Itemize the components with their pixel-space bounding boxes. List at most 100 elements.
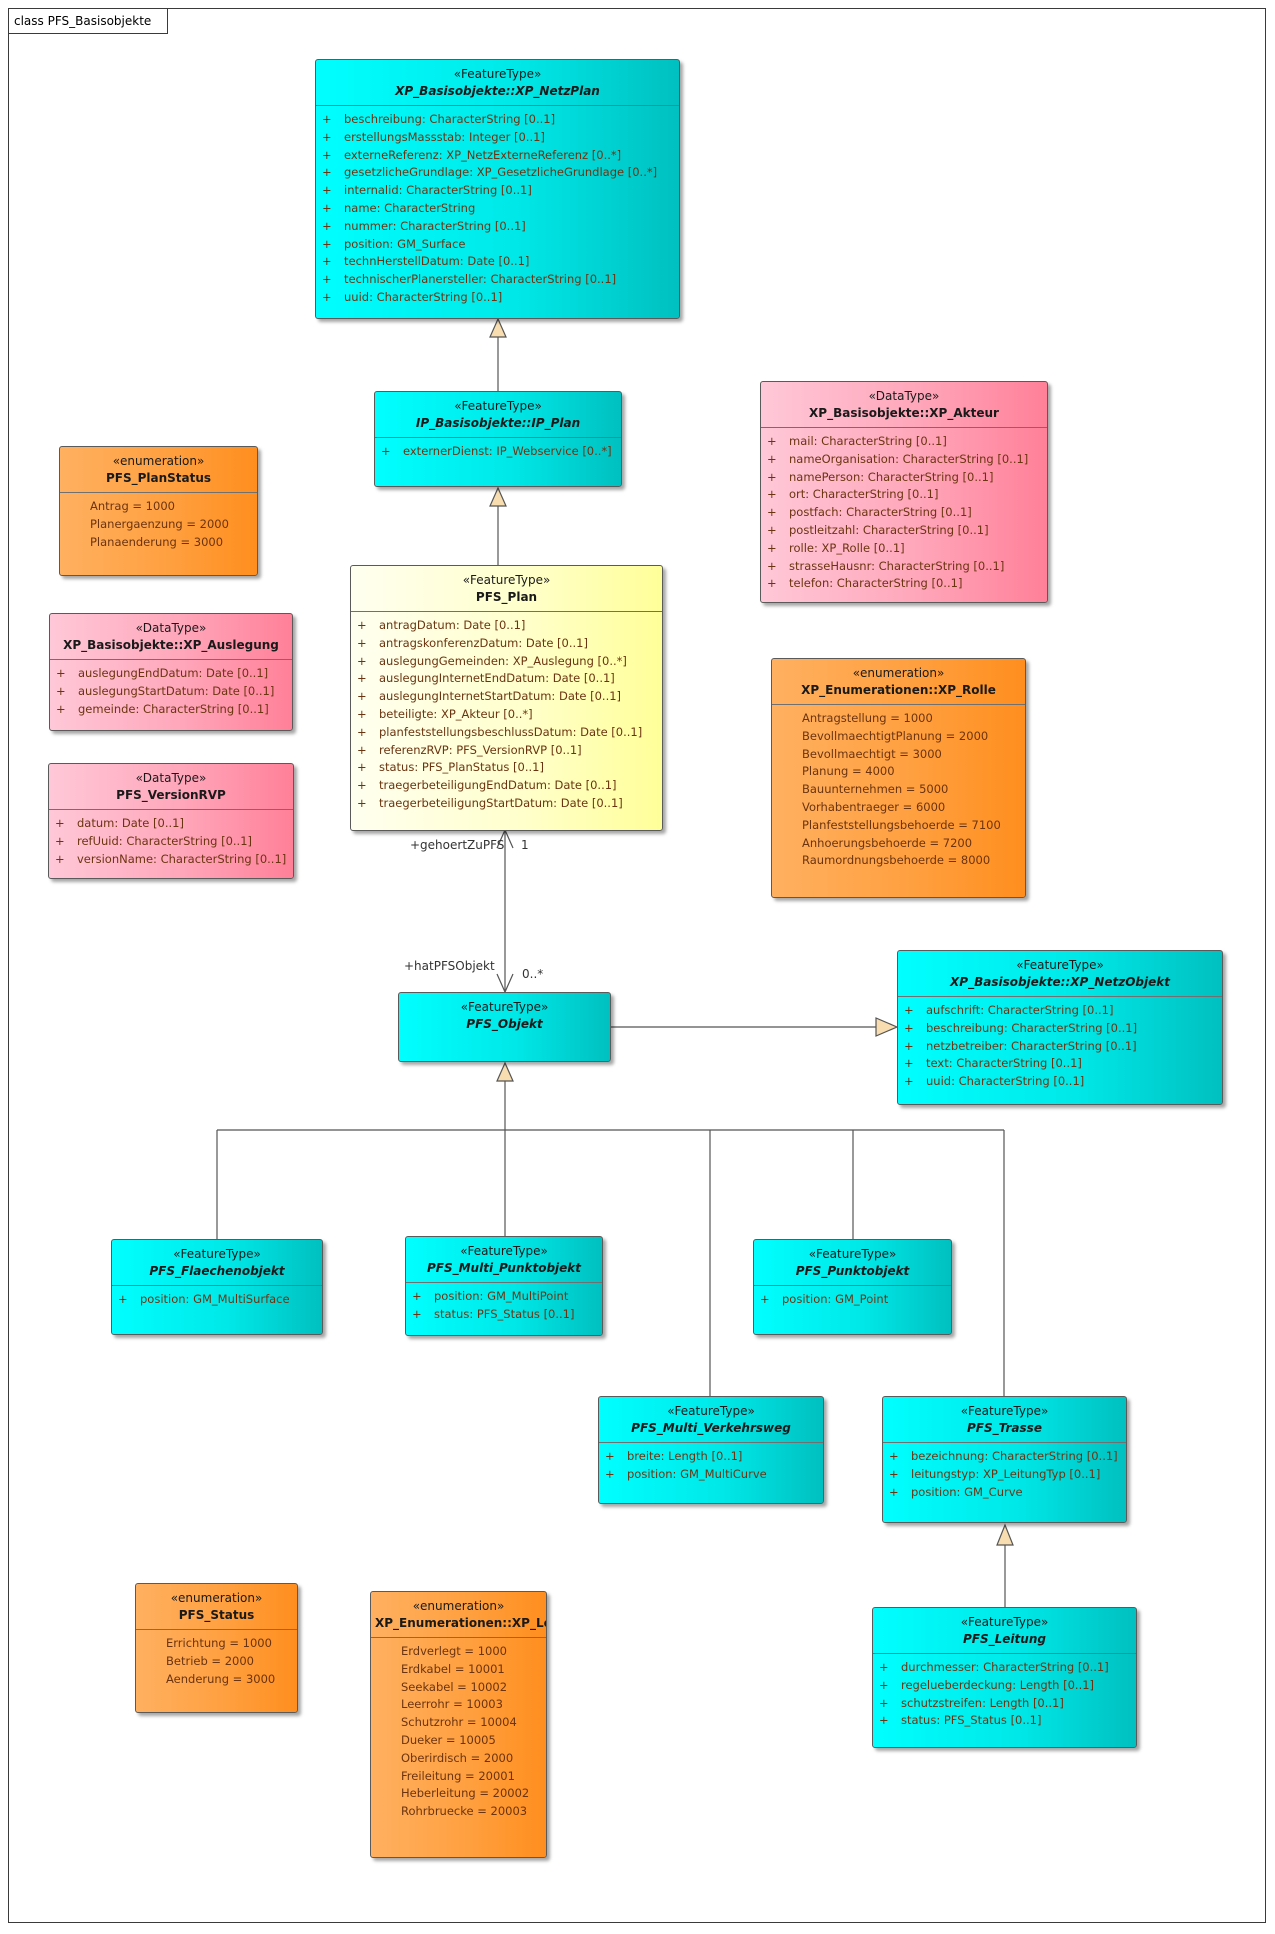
visibility-marker: + (357, 778, 367, 793)
enum-xp-leitungtyp[interactable]: «enumeration»XP_Enumerationen::XP_Leitun… (370, 1591, 547, 1858)
visibility-marker: + (357, 635, 367, 650)
datatype-xp-auslegung[interactable]: «DataType»XP_Basisobjekte::XP_Auslegung+… (49, 613, 293, 731)
attribute-row: +antragDatum: Date [0..1] (355, 617, 658, 635)
attribute-text: Dueker = 10005 (401, 1732, 496, 1747)
attribute-list: +beschreibung: CharacterString [0..1]+er… (316, 106, 679, 311)
enum-literal: Schutzrohr = 10004 (375, 1714, 542, 1732)
attribute-text: gemeinde: CharacterString [0..1] (78, 701, 269, 716)
class-header: «DataType»PFS_VersionRVP (49, 764, 293, 810)
visibility-marker: + (56, 683, 66, 698)
attribute-text: strasseHausnr: CharacterString [0..1] (789, 558, 1005, 573)
attribute-text: Aenderung = 3000 (166, 1671, 276, 1686)
attribute-list: +position: GM_MultiPoint+status: PFS_Sta… (406, 1283, 602, 1328)
enum-literal: Betrieb = 2000 (140, 1653, 293, 1671)
datatype-pfs-versionrvp[interactable]: «DataType»PFS_VersionRVP+datum: Date [0.… (48, 763, 294, 879)
visibility-marker: + (605, 1466, 615, 1481)
visibility-marker: + (879, 1695, 889, 1710)
visibility-marker: + (322, 147, 332, 162)
enum-literal: Erdkabel = 10001 (375, 1661, 542, 1679)
generalization-head-netzobjekt (875, 1017, 899, 1037)
class-header: «enumeration»XP_Enumerationen::XP_Rolle (772, 659, 1025, 705)
attribute-row: +technischerPlanersteller: CharacterStri… (320, 271, 675, 289)
visibility-marker: + (55, 851, 65, 866)
attribute-row: +postleitzahl: CharacterString [0..1] (765, 522, 1043, 540)
class-pfs-objekt[interactable]: «FeatureType»PFS_Objekt (398, 992, 611, 1062)
attribute-row: +position: GM_Curve (887, 1484, 1122, 1502)
attribute-text: auslegungGemeinden: XP_Auslegung [0..*] (379, 653, 627, 668)
class-pfs-leitung[interactable]: «FeatureType»PFS_Leitung+durchmesser: Ch… (872, 1607, 1137, 1748)
class-header: «enumeration»XP_Enumerationen::XP_Leitun… (371, 1592, 546, 1638)
attribute-text: position: GM_MultiSurface (140, 1292, 290, 1306)
attribute-list: +externerDienst: IP_Webservice [0..*] (375, 438, 621, 465)
attribute-row: +referenzRVP: PFS_VersionRVP [0..1] (355, 742, 658, 760)
attribute-text: Antrag = 1000 (90, 499, 175, 513)
visibility-marker: + (904, 1020, 914, 1035)
attribute-text: name: CharacterString (344, 200, 476, 215)
attribute-text: position: GM_Point (782, 1292, 889, 1306)
visibility-marker: + (767, 540, 777, 555)
class-pfs-trasse[interactable]: «FeatureType»PFS_Trasse+bezeichnung: Cha… (882, 1396, 1127, 1523)
stereotype-label: «enumeration» (170, 1591, 263, 1605)
attribute-row: +name: CharacterString (320, 200, 675, 218)
class-pfs-multi-punktobjekt[interactable]: «FeatureType»PFS_Multi_Punktobjekt+posit… (405, 1236, 603, 1336)
class-name: XP_Enumerationen::XP_LeitungTyp (375, 1616, 547, 1630)
class-pfs-flaechenobjekt[interactable]: «FeatureType»PFS_Flaechenobjekt+position… (111, 1239, 323, 1335)
attribute-row: +externeReferenz: XP_NetzExterneReferenz… (320, 147, 675, 165)
visibility-marker: + (322, 218, 332, 233)
multiplicity-label-many: 0..* (522, 967, 544, 981)
class-pfs-punktobjekt[interactable]: «FeatureType»PFS_Punktobjekt+position: G… (753, 1239, 952, 1335)
attribute-text: Bevollmaechtigt = 3000 (802, 746, 942, 761)
attribute-row: +durchmesser: CharacterString [0..1] (877, 1659, 1132, 1677)
visibility-marker: + (322, 289, 332, 304)
attribute-text: internalid: CharacterString [0..1] (344, 183, 532, 198)
enum-literal: Antrag = 1000 (64, 498, 253, 516)
attribute-row: +gemeinde: CharacterString [0..1] (54, 701, 288, 719)
enum-literal: Antragstellung = 1000 (776, 710, 1021, 728)
visibility-marker: + (879, 1677, 889, 1692)
class-pfs-multi-verkehrsweg[interactable]: «FeatureType»PFS_Multi_Verkehrsweg+breit… (598, 1396, 824, 1504)
attribute-row: +ort: CharacterString [0..1] (765, 486, 1043, 504)
attribute-row: +aufschrift: CharacterString [0..1] (902, 1002, 1218, 1020)
attribute-row: +text: CharacterString [0..1] (902, 1055, 1218, 1073)
attribute-text: Seekabel = 10002 (401, 1679, 508, 1694)
generalization-head-trasse (996, 1523, 1014, 1546)
class-header: «FeatureType»PFS_Flaechenobjekt (112, 1240, 322, 1286)
visibility-marker: + (56, 666, 66, 680)
attribute-list: +datum: Date [0..1]+refUuid: CharacterSt… (49, 810, 293, 872)
attribute-text: beschreibung: CharacterString [0..1] (344, 112, 556, 126)
class-pfs-plan[interactable]: «FeatureType»PFS_Plan+antragDatum: Date … (350, 565, 663, 831)
attribute-text: status: PFS_PlanStatus [0..1] (379, 760, 544, 775)
class-header: «FeatureType»PFS_Multi_Punktobjekt (406, 1237, 602, 1283)
visibility-marker: + (767, 576, 777, 591)
attribute-text: BevollmaechtigtPlanung = 2000 (802, 728, 989, 743)
generalization-head-objekt (496, 1061, 514, 1082)
class-xp-netzplan[interactable]: «FeatureType»XP_Basisobjekte::XP_NetzPla… (315, 59, 680, 319)
attribute-text: technHerstellDatum: Date [0..1] (344, 254, 530, 269)
attribute-text: traegerbeteiligungStartDatum: Date [0..1… (379, 795, 623, 810)
class-ip-plan[interactable]: «FeatureType»IP_Basisobjekte::IP_Plan+ex… (374, 391, 622, 487)
enum-literal: Planaenderung = 3000 (64, 534, 253, 552)
datatype-xp-akteur[interactable]: «DataType»XP_Basisobjekte::XP_Akteur+mai… (760, 381, 1048, 603)
visibility-marker: + (322, 183, 332, 198)
attribute-text: uuid: CharacterString [0..1] (926, 1074, 1085, 1089)
visibility-marker: + (767, 434, 777, 448)
attribute-row: +telefon: CharacterString [0..1] (765, 575, 1043, 593)
attribute-row: +regelueberdeckung: Length [0..1] (877, 1677, 1132, 1695)
attribute-list: +breite: Length [0..1]+position: GM_Mult… (599, 1443, 823, 1488)
attribute-text: referenzRVP: PFS_VersionRVP [0..1] (379, 742, 582, 757)
stereotype-label: «enumeration» (852, 666, 945, 680)
class-header: «enumeration»PFS_PlanStatus (60, 447, 257, 493)
class-header: «FeatureType»PFS_Punktobjekt (754, 1240, 951, 1286)
visibility-marker: + (357, 706, 367, 721)
attribute-list: +durchmesser: CharacterString [0..1]+reg… (873, 1654, 1136, 1734)
class-name: PFS_Leitung (963, 1632, 1046, 1646)
class-xp-netzobjekt[interactable]: «FeatureType»XP_Basisobjekte::XP_NetzObj… (897, 950, 1223, 1105)
enum-literal: Planung = 4000 (776, 763, 1021, 781)
diagram-frame (8, 8, 1266, 1923)
stereotype-label: «DataType» (868, 389, 940, 403)
